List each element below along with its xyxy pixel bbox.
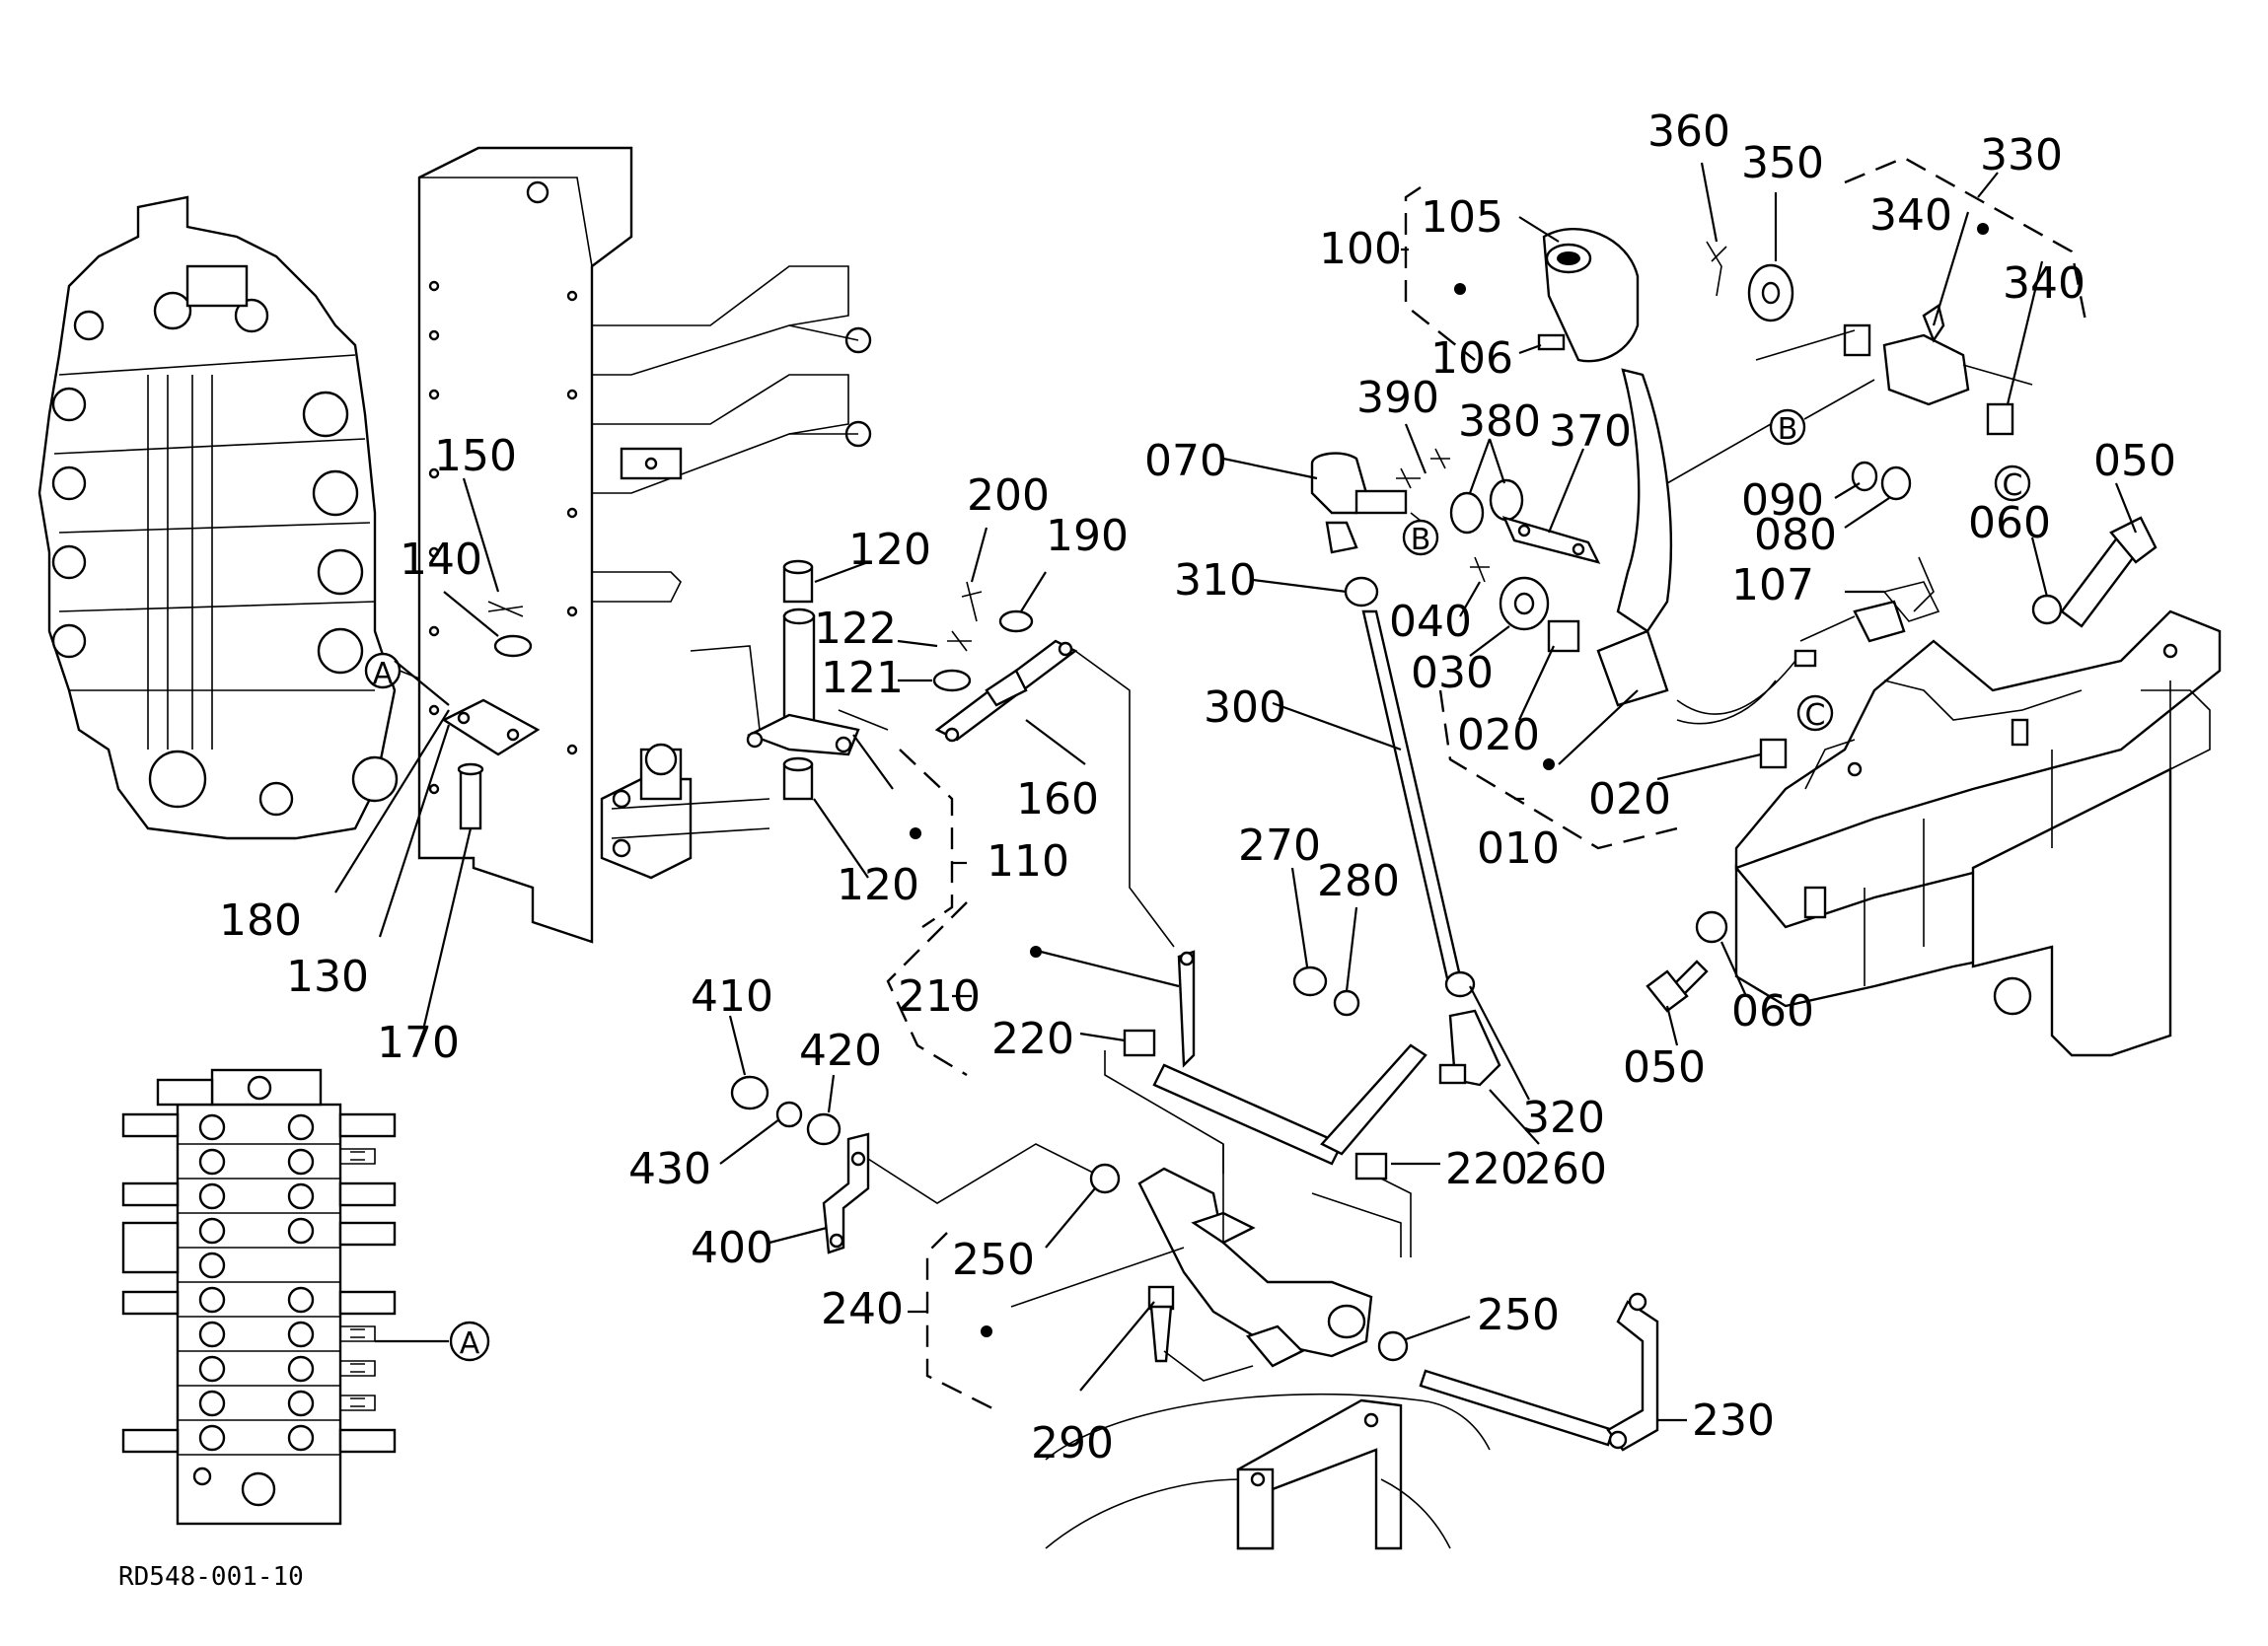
callout-140: 140	[400, 535, 482, 585]
callout-390: 390	[1356, 373, 1439, 423]
callout-360: 360	[1647, 107, 1730, 157]
ball-joint-070	[1222, 452, 1408, 554]
callout-150: 150	[434, 431, 517, 481]
callout-280: 280	[1317, 856, 1400, 906]
callout-020-right: 020	[1588, 774, 1671, 824]
callout-020-left: 020	[1457, 710, 1540, 760]
callout-310: 310	[1174, 555, 1257, 606]
callout-120-upper: 120	[848, 525, 931, 575]
parts-310-040-030-020	[1252, 556, 1796, 781]
link-160-assembly	[897, 527, 1175, 948]
group-240-assembly	[908, 1144, 1402, 1412]
callout-240: 240	[821, 1284, 904, 1334]
svg-text:B: B	[1411, 523, 1431, 557]
callout-070: 070	[1144, 436, 1227, 486]
callout-400: 400	[691, 1223, 773, 1273]
control-lever-100	[1401, 186, 1673, 633]
callout-050-lower: 050	[1623, 1042, 1706, 1093]
diagram-code: RD548-001-10	[118, 1562, 304, 1592]
floor-plate	[1045, 1394, 1491, 1550]
svg-text:C: C	[1805, 698, 1826, 733]
callout-430: 430	[628, 1144, 711, 1194]
callout-107: 107	[1731, 560, 1814, 610]
reference-a-inset: A	[449, 1321, 490, 1362]
rod-300	[1272, 609, 1540, 1145]
callout-270: 270	[1238, 821, 1321, 871]
callout-250-right: 250	[1477, 1290, 1560, 1340]
reference-c-frame: C	[1796, 694, 1834, 733]
callout-050-upper: 050	[2093, 436, 2176, 486]
callout-170: 170	[377, 1018, 460, 1068]
reference-b-bracket: B	[1666, 379, 1875, 484]
plate-130-and-pin-170	[334, 660, 541, 1027]
callout-190: 190	[1046, 511, 1129, 561]
callout-121: 121	[821, 653, 904, 703]
svg-text:A: A	[460, 1326, 480, 1361]
group-210-assembly	[886, 867, 1440, 1257]
group-330-bracket	[1755, 156, 2088, 436]
callout-060-upper: 060	[1968, 498, 2051, 548]
parts-390-380-370	[1396, 423, 1601, 564]
reference-a-left: A	[364, 652, 450, 691]
callout-230: 230	[1692, 1396, 1775, 1446]
callout-120-lower: 120	[837, 860, 919, 910]
callout-122: 122	[814, 604, 897, 654]
callout-220-right: 220	[1445, 1144, 1528, 1194]
callout-060-lower: 060	[1731, 986, 1814, 1037]
callout-220-left: 220	[991, 1014, 1074, 1064]
callout-030: 030	[1411, 648, 1494, 698]
pivot-shaft-120	[690, 559, 894, 879]
callout-250-left: 250	[952, 1235, 1035, 1285]
reference-c-bracket: C	[1994, 465, 2031, 503]
valve-schematic-inset	[121, 1068, 449, 1526]
ref-a-left-text: A	[373, 657, 394, 691]
callout-300: 300	[1204, 682, 1286, 733]
callout-105: 105	[1421, 192, 1503, 243]
callout-410: 410	[691, 971, 773, 1022]
callout-330: 330	[1980, 130, 2063, 180]
callout-labels: 100 105 106 360 350 330 340 340 390 380 …	[219, 107, 2176, 1468]
lower-hinge-bracket	[600, 743, 770, 880]
callout-200: 200	[967, 470, 1050, 521]
callout-290: 290	[1031, 1418, 1114, 1468]
callout-160: 160	[1016, 774, 1099, 824]
callout-100: 100	[1319, 224, 1402, 274]
group-110-bracket	[899, 749, 967, 928]
callout-420: 420	[799, 1026, 882, 1076]
callout-090: 090	[1741, 475, 1824, 526]
svg-text:C: C	[2003, 468, 2023, 503]
callout-380: 380	[1458, 396, 1541, 447]
callout-340-lower: 340	[2003, 258, 2085, 309]
callout-320: 320	[1522, 1093, 1605, 1143]
parts-410-420-430-400	[719, 1015, 1096, 1254]
callout-040: 040	[1389, 597, 1472, 647]
callout-370: 370	[1549, 406, 1632, 457]
callout-210: 210	[898, 971, 981, 1022]
callout-106: 106	[1430, 333, 1513, 384]
reference-b-lever: B	[1402, 512, 1439, 557]
nut-090-080	[1834, 461, 1912, 529]
main-frame	[1734, 609, 2222, 1057]
collar-250-shaft-230	[1377, 1292, 1687, 1452]
callout-340-upper: 340	[1869, 190, 1952, 241]
bolt-050-nut-060-lower	[1646, 910, 1748, 1046]
bolt-050-nut-060-clip-107	[1676, 482, 2158, 725]
callout-130: 130	[286, 952, 369, 1002]
callout-080: 080	[1754, 510, 1837, 560]
pin-and-washer-150-140	[443, 477, 533, 658]
control-valve-assembly	[37, 195, 399, 840]
pin-360-washer-350	[1700, 162, 1794, 322]
callout-110: 110	[987, 836, 1069, 887]
group-010-bracket	[1438, 689, 1678, 850]
svg-text:B: B	[1778, 412, 1798, 447]
callout-180: 180	[219, 895, 302, 946]
callout-010: 010	[1477, 823, 1560, 874]
callout-260: 260	[1524, 1144, 1607, 1194]
callout-350: 350	[1741, 138, 1824, 188]
